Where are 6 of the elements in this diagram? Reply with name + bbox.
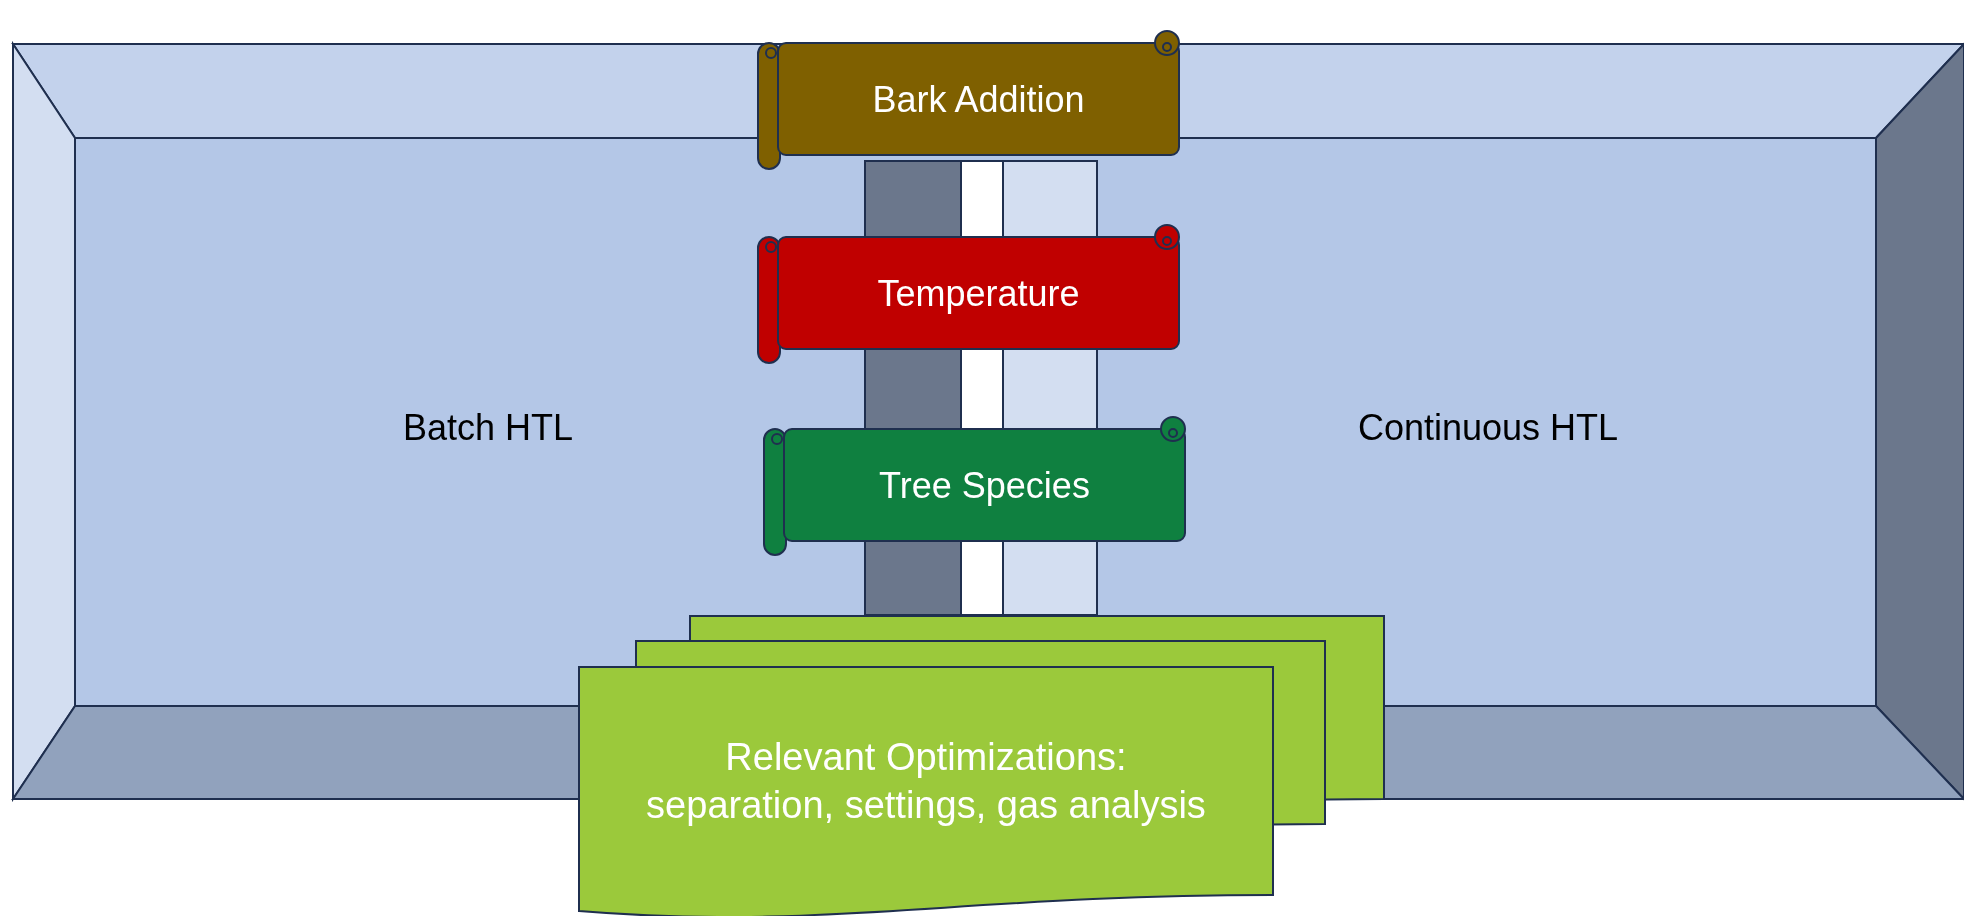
panel-label: Batch HTL xyxy=(402,405,574,450)
banner-label: Temperature xyxy=(877,271,1080,316)
banner-label: Bark Addition xyxy=(872,77,1085,122)
document-text: Relevant Optimizations: separation, settings, gas analysis xyxy=(645,734,1207,828)
banner-label: Tree Species xyxy=(879,463,1090,508)
panel-label: Continuous HTL xyxy=(1357,405,1619,450)
